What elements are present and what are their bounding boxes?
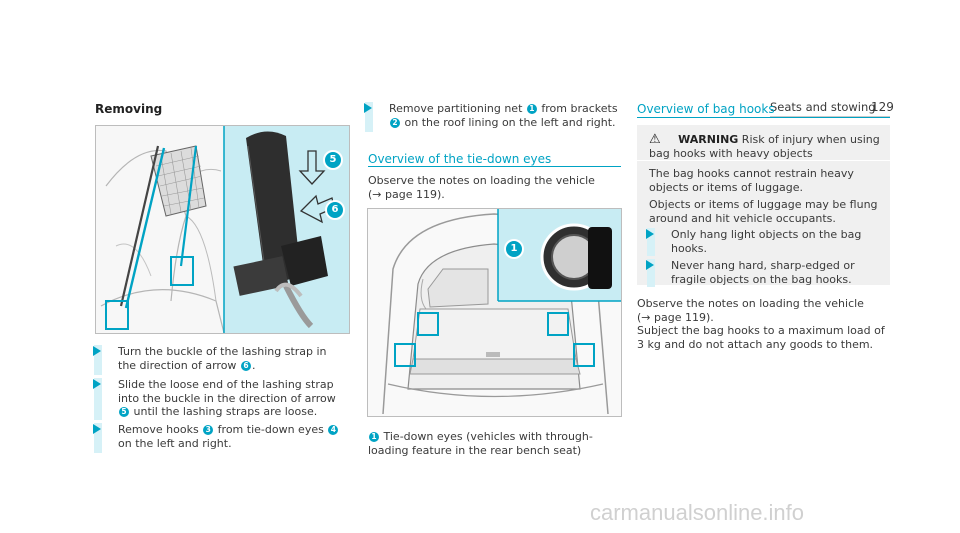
step-turn-buckle: Turn the buckle of the lashing strap in … bbox=[93, 345, 346, 375]
badge-4: 4 bbox=[328, 425, 339, 435]
callout-5: 5 bbox=[323, 150, 343, 170]
watermark: carmanualsonline.info bbox=[590, 500, 805, 525]
warning-title: WARNING bbox=[678, 133, 739, 146]
page-number: 129 bbox=[871, 100, 894, 114]
badge-3: 3 bbox=[203, 425, 214, 435]
warning-p2: Objects or items of luggage may be flung… bbox=[649, 198, 878, 225]
note-load-limit: Subject the bag hooks to a maximum load … bbox=[637, 324, 885, 351]
heading-rule bbox=[368, 166, 621, 167]
warning-p1: The bag hooks cannot restrain heavy obje… bbox=[649, 167, 854, 194]
heading-bag-hooks: Overview of bag hooks bbox=[637, 102, 775, 116]
warning-step-2: Never hang hard, sharp-edged or fragile … bbox=[646, 259, 869, 287]
running-header: Seats and stowing bbox=[770, 100, 876, 114]
badge-2: 2 bbox=[390, 117, 400, 128]
step-remove-net: Remove partitioning net 1 from brackets … bbox=[364, 102, 622, 132]
badge-1: 1 bbox=[526, 104, 537, 114]
figure-caption: 1 Tie-down eyes (vehicles with through-l… bbox=[368, 430, 593, 457]
heading-tie-down-eyes: Overview of the tie-down eyes bbox=[368, 152, 552, 166]
callout-6: 6 bbox=[325, 200, 345, 220]
badge-5: 5 bbox=[119, 407, 129, 417]
warning-icon: ⚠ bbox=[649, 132, 661, 147]
step-slide-strap: Slide the loose end of the lashing strap… bbox=[93, 378, 346, 420]
figure-cargo-area: 1 bbox=[367, 208, 622, 417]
warning-box: ⚠ WARNING Risk of injury when using bag … bbox=[637, 125, 890, 287]
caption-badge-1: 1 bbox=[369, 432, 379, 442]
step-remove-hooks: Remove hooks 3 from tie-down eyes 4 on t… bbox=[93, 423, 346, 453]
vehicle-interior-illustration bbox=[96, 126, 349, 333]
heading-removing: Removing bbox=[95, 102, 163, 116]
warning-lead: Risk of injury when using bag hooks with… bbox=[649, 133, 880, 160]
cargo-area-illustration bbox=[368, 209, 621, 416]
header-rule bbox=[770, 116, 890, 117]
figure-tie-down-strap: 5 6 bbox=[95, 125, 350, 334]
intro-text: Observe the notes on loading the vehicle… bbox=[368, 174, 595, 201]
heading-rule-2 bbox=[637, 117, 890, 118]
note-text: Observe the notes on loading the vehicle… bbox=[637, 297, 864, 324]
badge-6: 6 bbox=[240, 360, 251, 371]
warning-step-1: Only hang light objects on the bag hooks… bbox=[646, 228, 869, 256]
callout-1: 1 bbox=[504, 239, 524, 259]
